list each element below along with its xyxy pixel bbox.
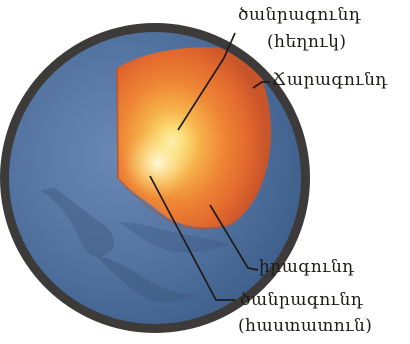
label-outer-core: ծանրագունդ [238,7,361,24]
label-inner-core-note: (հաստատուն) [238,318,372,335]
label-inner-core: ծանրագունդ [240,292,363,309]
inner-core-glow [122,127,194,199]
cutaway-edge-left [117,68,118,178]
label-outer-core-note: (հեղուկ) [267,34,346,51]
label-crust: Ճարագունդ [272,72,388,89]
label-mantle: իրագունդ [259,259,355,276]
